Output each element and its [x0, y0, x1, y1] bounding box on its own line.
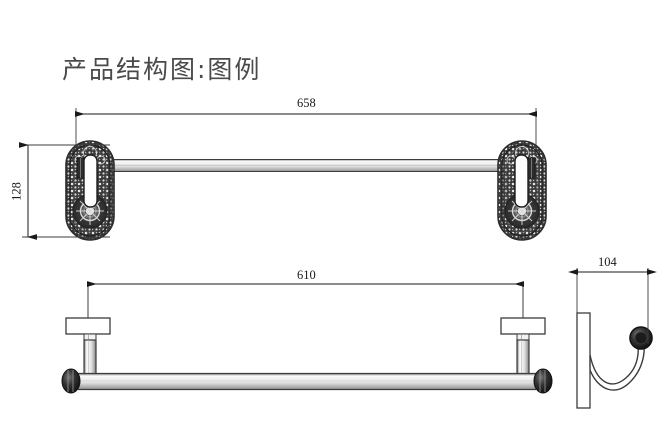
dimension-128: [19, 142, 110, 240]
dimension-label-610: 610: [297, 268, 316, 282]
dimension-658: [75, 108, 537, 150]
side-view-rail-section-inner: [634, 331, 648, 345]
dimension-104: [568, 268, 657, 344]
page-title: 产品结构图:图例: [62, 55, 262, 84]
dimension-label-104: 104: [598, 255, 617, 269]
front-view-right-finial: [533, 368, 553, 394]
top-view-group: [19, 108, 547, 241]
side-view-curved-arm-inner: [589, 343, 645, 391]
front-view-left-finial: [61, 368, 81, 394]
top-view-rail: [100, 158, 510, 173]
left-ornate-bracket: [65, 140, 115, 241]
side-view-curved-arm-outer: [589, 343, 639, 385]
side-view-wall-plate: [576, 312, 591, 409]
front-view-group: [61, 281, 553, 394]
front-view-rail: [78, 372, 536, 391]
right-ornate-bracket: [497, 140, 547, 241]
side-view-group: [568, 268, 657, 409]
dimension-label-128: 128: [9, 182, 24, 201]
dimension-label-658: 658: [297, 96, 316, 110]
